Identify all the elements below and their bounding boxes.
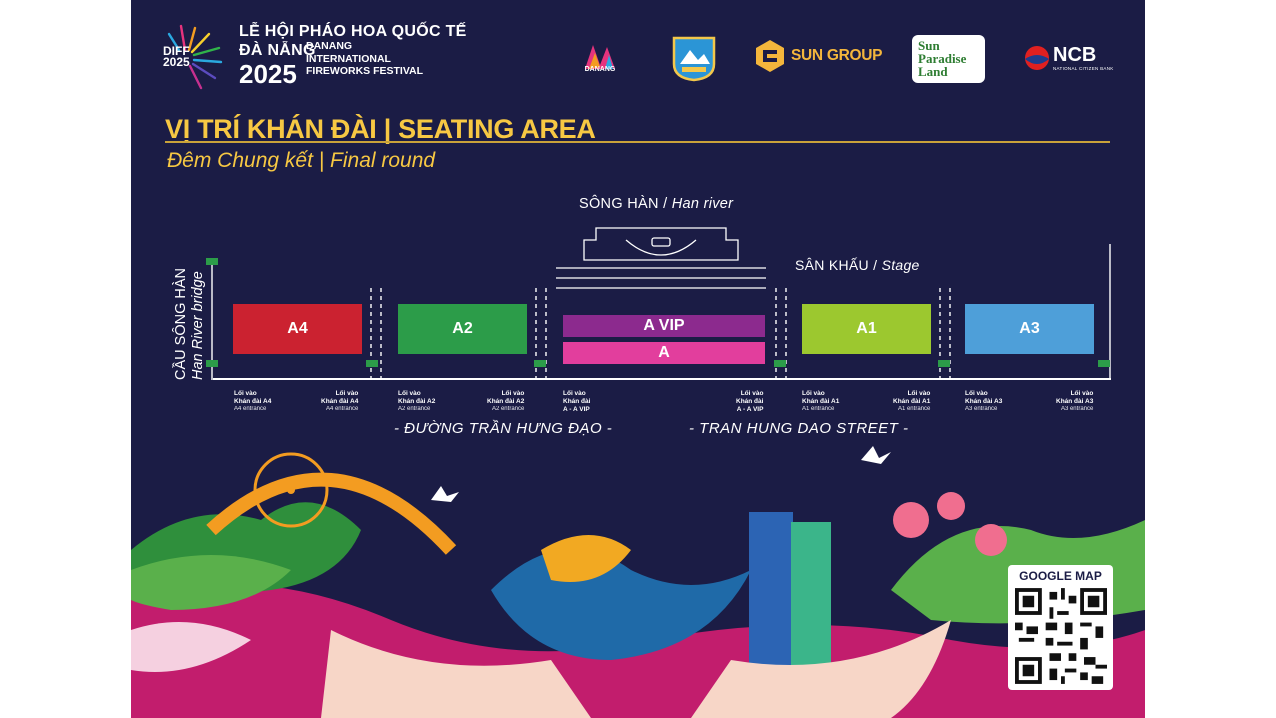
entrance-label: Lối vào Khán đài A1 A1 entrance	[802, 390, 839, 413]
street-name-vn: - ĐƯỜNG TRẦN HƯNG ĐẠO -	[394, 420, 613, 437]
entrance-vn: Lối vào Khán đài A1	[893, 390, 931, 405]
entrance-vn: Lối vào Khán đài A3	[965, 390, 1003, 405]
section-a3: A3	[965, 304, 1094, 354]
entrance-label: Lối vào Khán đài A4 A4 entrance	[321, 390, 358, 413]
qr-code-icon[interactable]	[1015, 588, 1107, 684]
section-a-vip: A VIP	[563, 315, 765, 337]
river-label-vn: SÔNG HÀN	[579, 196, 659, 212]
sun-group-logo-icon	[756, 40, 784, 72]
bridge-label-en: Han River bridge	[190, 271, 206, 380]
sun-paradise-land-logo	[912, 35, 985, 83]
street-name-en: - TRAN HUNG DAO STREET -	[689, 420, 909, 437]
festival-year: 2025	[239, 59, 297, 89]
entrance-en: A3 entrance	[965, 405, 998, 412]
page-title: VỊ TRÍ KHÁN ĐÀI | SEATING AREA	[165, 114, 596, 144]
entrance-en: A4 entrance	[325, 405, 359, 412]
ncb-logo-text: NCB	[1053, 44, 1097, 66]
ncb-subtitle: NATIONAL CITIZEN BANK	[1053, 66, 1114, 71]
stage-label-en: Stage	[881, 257, 920, 273]
city-emblem-icon	[672, 36, 716, 82]
title-divider	[165, 141, 1110, 143]
stage-outline-icon	[556, 227, 766, 289]
entrance-vn: Lối vào Khán đài A4	[321, 390, 359, 405]
festival-name-vn: LỄ HỘI PHÁO HOA QUỐC TẾ ĐÀ NẴNG	[239, 23, 467, 59]
entrance-vn: Lối vào Khán đài A2	[398, 390, 436, 405]
entrance-label: Lối vào Khán đài A2 A2 entrance	[487, 390, 524, 413]
entrance-vn: Lối vào Khán đài A2	[487, 390, 525, 405]
diff-logo-text: DIFF 2025	[163, 44, 190, 69]
stage-label-vn: SÂN KHẤU	[795, 257, 869, 273]
danang-logo-label: DANANG	[584, 66, 616, 73]
entrance-label: Lối vào Khán đài A - A VIP	[563, 390, 590, 413]
ncb-logo-icon	[1025, 46, 1049, 70]
entrance-en: A2 entrance	[398, 405, 431, 412]
entrance-label: Lối vào Khán đài A4 A4 entrance	[234, 390, 271, 413]
poster: DIFF 2025 LỄ HỘI PHÁO HOA QUỐC TẾ ĐÀ NẴN…	[131, 0, 1145, 718]
section-a: A	[563, 342, 765, 364]
fireworks-logo-icon	[167, 24, 223, 90]
entrance-label: Lối vào Khán đài A3 A3 entrance	[1056, 390, 1093, 413]
danang-city-logo-icon	[585, 45, 615, 69]
entrance-label: Lối vào Khán đài A2 A2 entrance	[398, 390, 435, 413]
entrance-vn: Lối vào Khán đài A3	[1056, 390, 1094, 405]
seating-boundaries	[206, 244, 1111, 380]
entrance-vn: Lối vào Khán đài A1	[802, 390, 840, 405]
stage-label: SÂN KHẤU / Stage	[795, 257, 920, 273]
section-a1: A1	[802, 304, 931, 354]
entrance-label: Lối vào Khán đài A1 A1 entrance	[893, 390, 930, 413]
entrance-en: A1 entrance	[897, 405, 931, 412]
river-label-en: Han river	[671, 196, 734, 212]
entrance-en: A3 entrance	[1060, 405, 1094, 412]
river-label: SÔNG HÀN / Han river	[579, 196, 734, 212]
entrance-en: A1 entrance	[802, 405, 835, 412]
entrance-label: Lối vào Khán đài A3 A3 entrance	[965, 390, 1002, 413]
entrance-en: A2 entrance	[491, 405, 525, 412]
city-illustration	[131, 446, 1145, 718]
sun-paradise-land-text: Sun Paradise Land	[918, 38, 967, 79]
entrance-label: Lối vào Khán đài A - A VIP	[736, 390, 763, 413]
entrance-en: A4 entrance	[234, 405, 267, 412]
festival-name-en: DANANG INTERNATIONAL FIREWORKS FESTIVAL	[306, 40, 424, 77]
entrance-vn: Lối vào Khán đài A - A VIP	[736, 390, 764, 413]
entrance-vn: Lối vào Khán đài A - A VIP	[563, 390, 591, 413]
section-a4: A4	[233, 304, 362, 354]
sun-group-name: SUN GROUP	[791, 47, 883, 64]
section-a2: A2	[398, 304, 527, 354]
street-line	[213, 378, 1111, 380]
page-subtitle: Đêm Chung kết | Final round	[167, 149, 436, 172]
bridge-label-vn: CẦU SÔNG HÀN	[173, 268, 189, 380]
entrance-vn: Lối vào Khán đài A4	[234, 390, 272, 405]
google-map-label: GOOGLE MAP	[1019, 569, 1102, 583]
